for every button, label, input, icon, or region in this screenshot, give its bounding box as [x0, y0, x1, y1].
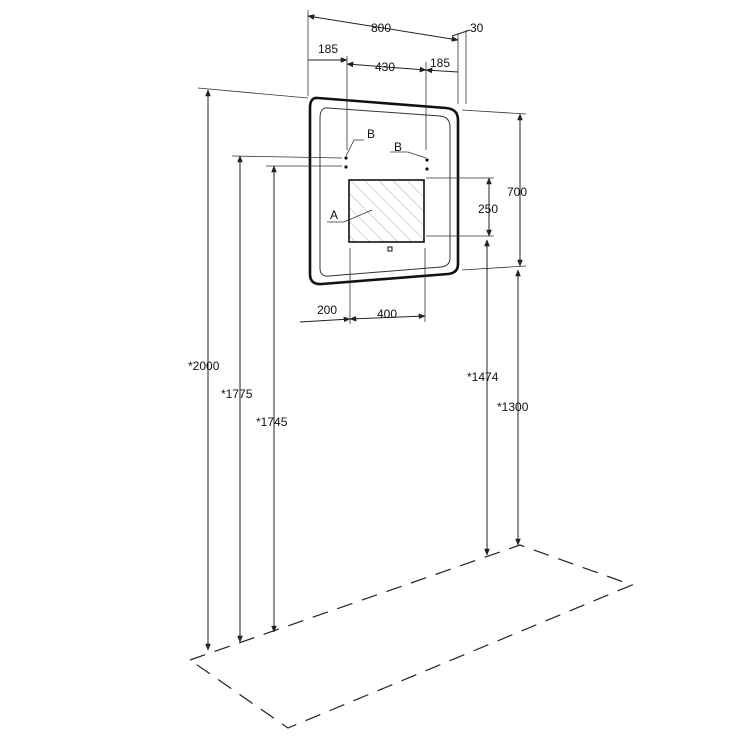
dim-mirror-height: 700: [507, 185, 527, 199]
leader-lines: [327, 139, 427, 223]
mount-points: [344, 156, 429, 171]
display-area: [348, 179, 425, 252]
top-dimensions: [307, 10, 471, 150]
dim-bottom-left: 200: [317, 303, 337, 317]
dim-display-height: 250: [478, 202, 498, 216]
dim-bottom-span: 400: [377, 307, 397, 321]
dim-display-top-height: *1474: [467, 370, 499, 384]
dim-wall-height: *2000: [188, 359, 220, 373]
label-mount-right: B: [394, 140, 402, 154]
dim-frame-depth: 30: [470, 21, 484, 35]
label-display: A: [330, 208, 338, 222]
dim-right-offset: 185: [430, 56, 450, 70]
mirror-frame: [308, 96, 460, 286]
dim-center-span: 430: [375, 60, 395, 74]
dim-left-offset: 185: [318, 42, 338, 56]
bottom-dimensions: [299, 248, 426, 324]
label-mount-left: B: [367, 127, 375, 141]
dim-top-height: *1775: [221, 387, 253, 401]
dim-mirror-bottom-height: *1300: [497, 400, 529, 414]
dim-mount-height: *1745: [256, 415, 288, 429]
dim-mirror-width: 800: [371, 21, 391, 35]
right-dimensions: [426, 109, 527, 556]
left-dimensions: [197, 87, 343, 651]
floor-outline: [188, 544, 634, 729]
